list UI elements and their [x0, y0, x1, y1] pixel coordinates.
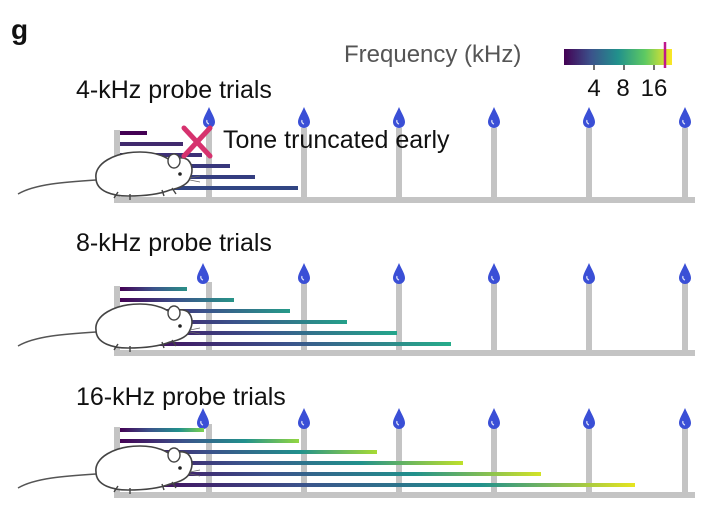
reward-post — [301, 128, 307, 200]
water-drop-icon — [392, 262, 406, 285]
tone-bar — [120, 186, 298, 190]
tone-bar — [120, 331, 397, 335]
reward-post — [396, 424, 402, 495]
colorbar-tick-label-8: 8 — [616, 75, 629, 102]
track-base — [114, 197, 695, 203]
reward-post — [586, 282, 592, 353]
reward-posts — [206, 282, 688, 353]
water-drop-icon — [297, 407, 311, 430]
reward-post — [682, 424, 688, 495]
colorbar — [564, 49, 672, 65]
row-16khz — [17, 407, 695, 498]
water-drop-icon — [202, 106, 216, 129]
colorbar-title: Frequency (kHz) — [344, 41, 521, 68]
tone-bar — [120, 287, 187, 291]
tone-bar — [120, 131, 147, 135]
water-drops — [196, 407, 692, 430]
reward-post — [301, 424, 307, 495]
panel-label: g — [11, 14, 28, 45]
row-title-4khz: 4-kHz probe trials — [76, 76, 272, 104]
reward-post — [396, 282, 402, 353]
tone-bar — [120, 320, 347, 324]
tone-bar — [120, 461, 463, 465]
water-drop-icon — [678, 262, 692, 285]
row-title-16khz: 16-kHz probe trials — [76, 383, 286, 411]
water-drop-icon — [297, 262, 311, 285]
tone-bar — [120, 439, 299, 443]
water-drop-icon — [582, 262, 596, 285]
track-base — [114, 492, 695, 498]
reward-post — [491, 128, 497, 200]
water-drop-icon — [582, 106, 596, 129]
reward-post — [586, 424, 592, 495]
colorbar-tick-label-16: 16 — [641, 75, 668, 102]
water-drop-icon — [196, 262, 210, 285]
row-8khz — [17, 262, 695, 356]
reward-post — [396, 128, 402, 200]
water-drop-icon — [487, 262, 501, 285]
tone-bar — [120, 342, 451, 346]
water-drop-icon — [678, 407, 692, 430]
water-drop-icon — [487, 407, 501, 430]
water-drop-icon — [487, 106, 501, 129]
track-base — [114, 350, 695, 356]
water-drops — [202, 106, 692, 129]
water-drop-icon — [582, 407, 596, 430]
reward-posts — [206, 424, 688, 495]
x-mark-icon — [181, 125, 213, 159]
water-drop-icon — [678, 106, 692, 129]
reward-post — [586, 128, 592, 200]
reward-post — [206, 282, 212, 353]
tone-bar — [120, 472, 541, 476]
annotation-text: Tone truncated early — [223, 126, 450, 154]
tone-bar — [120, 309, 290, 313]
tone-bar — [120, 298, 234, 302]
water-drop-icon — [392, 407, 406, 430]
row-title-8khz: 8-kHz probe trials — [76, 229, 272, 257]
water-drop-icon — [392, 106, 406, 129]
water-drop-icon — [196, 407, 210, 430]
tone-bar — [120, 142, 183, 146]
reward-post — [682, 282, 688, 353]
tone-bar — [120, 483, 635, 487]
tone-bar — [120, 428, 204, 432]
water-drops — [196, 262, 692, 285]
reward-post — [682, 128, 688, 200]
row-4khz: Tone truncated early — [17, 106, 695, 203]
mouse-illustration — [17, 151, 201, 201]
colorbar-tick-label-4: 4 — [587, 75, 600, 102]
tone-bar — [120, 450, 377, 454]
reward-post — [301, 282, 307, 353]
reward-post — [491, 424, 497, 495]
reward-post — [206, 424, 212, 495]
water-drop-icon — [297, 106, 311, 129]
reward-post — [491, 282, 497, 353]
